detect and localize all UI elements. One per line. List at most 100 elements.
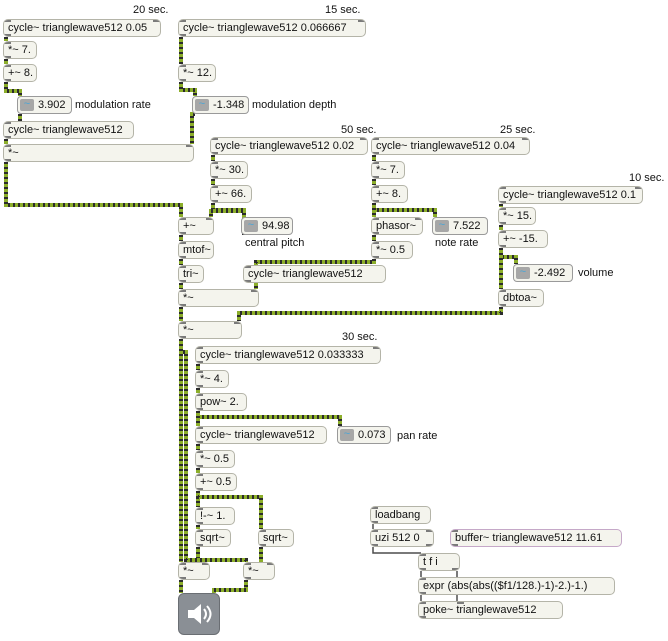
add-05-object[interactable]: +~ 0.5 [195,473,237,491]
signal-cord-dash[interactable] [211,203,246,217]
object-text: +~ 8. [8,67,34,79]
signal-cord-dash[interactable] [4,82,22,96]
trigger-object[interactable]: t f i [418,553,460,571]
volume-number[interactable]: ~-2.492 [513,264,573,282]
note-rate-label: note rate [435,237,479,249]
multiply-15-object[interactable]: *~ 15. [498,207,536,225]
modulation-rate-number[interactable]: ~3.902 [17,96,72,114]
loadbang-object[interactable]: loadbang [370,506,431,524]
signal-cord[interactable] [4,82,22,96]
object-text: sqrt~ [200,532,225,544]
cycle-note-object[interactable]: cycle~ trianglewave512 0.04 [371,137,530,155]
signal-cord[interactable] [179,82,197,96]
add-8-object[interactable]: +~ 8. [3,64,37,82]
object-text: cycle~ trianglewave512 0.05 [8,22,148,34]
signal-cord-dash[interactable] [212,580,248,593]
number-value: 3.902 [38,99,66,111]
number-value: -1.348 [213,99,245,111]
wave-icon: ~ [244,220,258,232]
pan-rate-number[interactable]: ~0.073 [337,426,391,444]
signal-cord-dash[interactable] [237,307,503,321]
signal-cord-dash[interactable] [196,411,342,426]
multiply-05a-object[interactable]: *~ 0.5 [371,241,413,259]
central-pitch-number[interactable]: ~94.98 [241,217,293,235]
sqrt-left-object[interactable]: sqrt~ [195,529,231,547]
signal-cord-dash[interactable] [499,248,518,264]
signal-cord-dash[interactable] [209,209,246,235]
multiply-05b-object[interactable]: *~ 0.5 [195,450,235,468]
control-cord[interactable] [372,547,421,554]
signal-cord[interactable] [209,209,246,235]
pow-2-object[interactable]: pow~ 2. [195,393,247,411]
period-label-50: 50 sec. [341,124,377,136]
cycle-pan-rate-object[interactable]: cycle~ trianglewave512 0.033333 [195,346,381,364]
object-text: mtof~ [183,244,211,256]
cycle-wave-mod-object[interactable]: cycle~ trianglewave512 [3,121,134,139]
wave-icon: ~ [20,99,34,111]
multiply-left-object[interactable]: *~ [178,562,210,580]
poke-object[interactable]: poke~ trianglewave512 [418,601,563,619]
signal-cord[interactable] [4,162,183,217]
object-text: poke~ trianglewave512 [423,604,537,616]
multiply-7b-object[interactable]: *~ 7. [371,161,405,179]
object-text: loadbang [375,509,421,521]
multiply-amp-object[interactable]: *~ [178,321,242,339]
signal-cord-dash[interactable] [190,112,195,144]
object-text: expr (abs(abs(($f1/128.)-1)-2.)-1.) [423,580,588,592]
cycle-mod-depth-object[interactable]: cycle~ trianglewave512 0.066667 [178,19,366,37]
mtof-object[interactable]: mtof~ [178,241,214,259]
period-label-20: 20 sec. [133,4,169,16]
dbtoa-object[interactable]: dbtoa~ [498,289,544,307]
object-text: phasor~ [376,220,417,232]
note-rate-number[interactable]: ~7.522 [432,217,488,235]
multiply-right-object[interactable]: *~ [243,562,275,580]
multiply-30-object[interactable]: *~ 30. [210,161,248,179]
buffer-object[interactable]: buffer~ trianglewave512 11.61 [450,529,622,547]
multiply-modulation-object[interactable]: *~ [3,144,194,162]
modulation-depth-number[interactable]: ~-1.348 [192,96,249,114]
multiply-tri-object[interactable]: *~ [178,289,259,307]
add-pitch-object[interactable]: +~ [178,217,214,235]
object-text: *~ 7. [376,164,399,176]
multiply-12-object[interactable]: *~ 12. [178,64,216,82]
uzi-object[interactable]: uzi 512 0 [370,529,434,547]
sqrt-right-object[interactable]: sqrt~ [258,529,294,547]
signal-cord[interactable] [237,307,503,321]
expr-object[interactable]: expr (abs(abs(($f1/128.)-1)-2.)-1.) [418,577,615,595]
signal-cord-dash[interactable] [179,82,197,96]
multiply-7-object[interactable]: *~ 7. [3,41,37,59]
object-text: t f i [423,556,438,568]
period-label-30: 30 sec. [342,331,378,343]
cycle-note-wave-object[interactable]: cycle~ trianglewave512 [243,265,386,283]
multiply-4-object[interactable]: *~ 4. [195,370,229,388]
object-text: buffer~ trianglewave512 11.61 [455,532,603,544]
wave-icon: ~ [340,429,354,441]
signal-cord-dash[interactable] [372,203,437,217]
object-text: *~ 0.5 [200,453,230,465]
object-text: tri~ [183,268,199,280]
cycle-pan-wave-object[interactable]: cycle~ trianglewave512 [195,426,327,444]
object-text: *~ [183,565,194,577]
signal-cord[interactable] [190,112,195,144]
signal-cord[interactable] [211,203,246,217]
signal-cord[interactable] [212,580,248,593]
object-text: +~ -15. [503,233,538,245]
signal-cord[interactable] [499,248,518,264]
signal-cord-dash[interactable] [4,162,183,217]
cycle-mod-rate-object[interactable]: cycle~ trianglewave512 0.05 [3,19,161,37]
modulation-rate-label: modulation rate [75,99,151,111]
phasor-object[interactable]: phasor~ [371,217,423,235]
cycle-volume-object[interactable]: cycle~ trianglewave512 0.1 [498,186,643,204]
object-text: cycle~ trianglewave512 0.066667 [183,22,347,34]
add-neg15-object[interactable]: +~ -15. [498,230,548,248]
cycle-pitch-object[interactable]: cycle~ trianglewave512 0.02 [210,137,368,155]
add-66-object[interactable]: +~ 66. [210,185,252,203]
signal-cord[interactable] [196,411,342,426]
add-8b-object[interactable]: +~ 8. [371,185,408,203]
object-text: +~ 0.5 [200,476,232,488]
rsub-1-object[interactable]: !-~ 1. [195,507,235,525]
dac-speaker-button[interactable] [178,593,220,635]
signal-cord[interactable] [372,203,437,217]
object-text: *~ 12. [183,67,213,79]
tri-object[interactable]: tri~ [178,265,204,283]
